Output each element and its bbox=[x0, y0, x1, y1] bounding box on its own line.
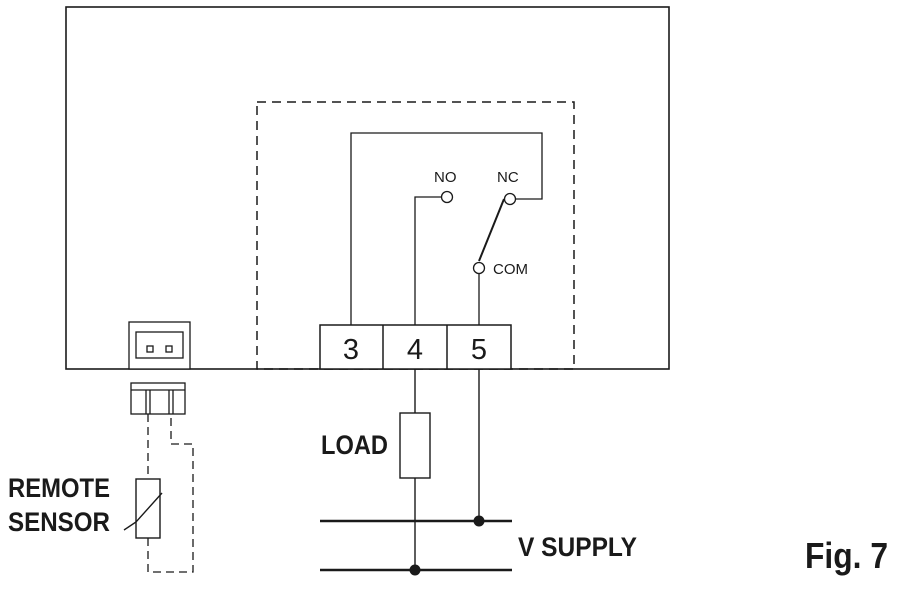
load-label: LOAD bbox=[321, 430, 388, 460]
supply-label: V SUPPLY bbox=[518, 532, 637, 562]
figure-label: Fig. 7 bbox=[805, 535, 888, 576]
load-resistor bbox=[399, 412, 431, 479]
terminal-4-label: 4 bbox=[407, 334, 423, 366]
sensor-cable bbox=[147, 414, 194, 573]
thermistor bbox=[123, 478, 163, 539]
junction-dot-supply-top bbox=[473, 515, 485, 527]
terminal-3-label: 3 bbox=[343, 334, 359, 366]
com-contact bbox=[472, 261, 486, 275]
sensor-label-line2: SENSOR bbox=[8, 507, 110, 537]
no-contact bbox=[440, 190, 454, 204]
sensor-socket bbox=[128, 321, 191, 370]
terminal-5-label: 5 bbox=[471, 334, 487, 366]
sensor-plug bbox=[130, 382, 186, 415]
junction-dot-supply-bottom bbox=[409, 564, 421, 576]
terminal-block bbox=[319, 324, 512, 370]
nc-contact bbox=[503, 192, 517, 206]
com-label: COM bbox=[493, 261, 528, 278]
nc-label: NC bbox=[497, 169, 519, 186]
relay-internal-wiring bbox=[350, 132, 543, 325]
controller-housing bbox=[65, 6, 670, 370]
sensor-label-line1: REMOTE bbox=[8, 473, 110, 503]
no-label: NO bbox=[434, 169, 457, 186]
